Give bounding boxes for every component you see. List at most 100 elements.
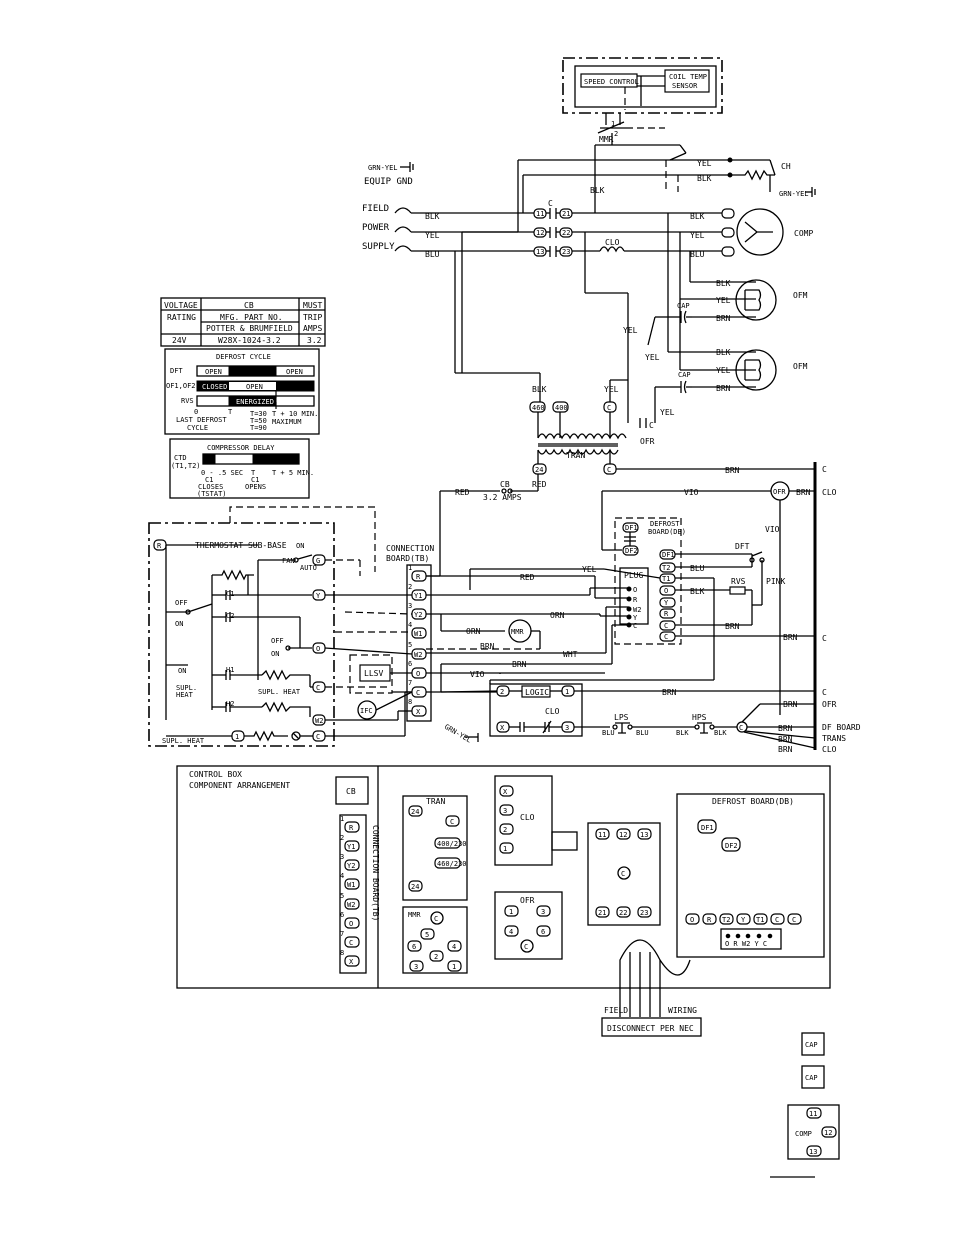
svg-text:5: 5	[408, 641, 412, 649]
svg-text:1: 1	[235, 733, 239, 741]
svg-text:CAP: CAP	[805, 1041, 818, 1049]
svg-text:T1: T1	[662, 575, 670, 583]
svg-text:OPENS: OPENS	[245, 483, 266, 491]
svg-text:8: 8	[408, 698, 412, 706]
svg-text:C1: C1	[251, 476, 259, 484]
svg-text:COMPONENT ARRANGEMENT: COMPONENT ARRANGEMENT	[189, 781, 290, 790]
svg-text:CONNECTION: CONNECTION	[386, 544, 434, 553]
svg-text:Y1: Y1	[414, 592, 422, 600]
svg-text:BRN: BRN	[778, 745, 793, 754]
db-side-terminals: DF1 T2 T1 O Y R C C	[659, 549, 676, 642]
svg-text:ORN: ORN	[466, 627, 481, 636]
svg-text:FAN: FAN	[282, 557, 295, 565]
svg-text:CB: CB	[244, 301, 254, 310]
svg-text:Y: Y	[316, 592, 321, 600]
svg-text:6: 6	[408, 660, 412, 668]
svg-text:ORN: ORN	[550, 611, 565, 620]
svg-text:8: 8	[340, 949, 344, 957]
svg-text:W2: W2	[315, 717, 323, 725]
svg-text:T: T	[228, 408, 233, 416]
svg-text:400/230: 400/230	[437, 840, 467, 848]
svg-text:LLSV: LLSV	[364, 669, 383, 678]
svg-text:RED: RED	[455, 488, 470, 497]
svg-text:C: C	[792, 916, 796, 924]
svg-text:SUPL. HEAT: SUPL. HEAT	[162, 737, 205, 745]
svg-text:DF1: DF1	[701, 824, 714, 832]
svg-text:0: 0	[194, 408, 198, 416]
svg-text:11: 11	[598, 831, 606, 839]
svg-text:C: C	[416, 689, 420, 697]
svg-text:DFT: DFT	[735, 542, 750, 551]
svg-text:YEL: YEL	[716, 366, 731, 375]
svg-text:BRN: BRN	[783, 633, 798, 642]
svg-text:SUPL. HEAT: SUPL. HEAT	[258, 688, 301, 696]
svg-text:3: 3	[408, 602, 412, 610]
svg-text:MMR: MMR	[511, 628, 524, 636]
svg-text:7: 7	[408, 679, 412, 687]
svg-text:COMP: COMP	[795, 1130, 812, 1138]
svg-text:DF1: DF1	[662, 551, 675, 559]
svg-text:C: C	[524, 943, 528, 951]
ofr-coil: OFR BRN VIO VIO	[601, 481, 815, 715]
svg-text:2: 2	[614, 130, 618, 138]
svg-text:3.2: 3.2	[307, 336, 322, 345]
svg-text:13: 13	[640, 831, 648, 839]
svg-text:CYCLE: CYCLE	[187, 424, 208, 432]
svg-text:COMPRESSOR DELAY: COMPRESSOR DELAY	[207, 444, 275, 452]
svg-text:24: 24	[535, 466, 543, 474]
compressor-delay-chart: COMPRESSOR DELAY CTD (T1,T2) 0 - .5 SEC …	[169, 438, 314, 499]
svg-text:GRN-YEL: GRN-YEL	[779, 190, 809, 198]
svg-text:C: C	[607, 466, 611, 474]
svg-text:(TSTAT): (TSTAT)	[197, 490, 227, 498]
cb-comp: COMP 11 12 13	[787, 1104, 840, 1160]
ofr-contact: YEL C OFR	[584, 232, 655, 446]
svg-text:6: 6	[340, 911, 344, 919]
mmr-label: MMR	[599, 135, 614, 144]
svg-text:OPEN: OPEN	[286, 368, 303, 376]
svg-text:24: 24	[411, 808, 419, 816]
circuit-breaker: RED CB 3.2 AMPS RED	[420, 474, 547, 577]
comp-label: COMP	[794, 229, 813, 238]
svg-text:LOGIC: LOGIC	[525, 688, 549, 697]
svg-text:OFF: OFF	[271, 637, 284, 645]
speed-control-label: SPEED CONTROL	[584, 78, 639, 86]
svg-text:W28X-1024-3.2: W28X-1024-3.2	[218, 336, 281, 345]
svg-text:W1: W1	[347, 881, 355, 889]
svg-text:R: R	[416, 573, 421, 581]
svg-text:BRN: BRN	[716, 384, 731, 393]
clo-coil: CLO	[572, 238, 722, 253]
coil-temp-label: COIL TEMP	[669, 73, 707, 81]
mmr-contact: MMR 1 2	[595, 113, 680, 146]
svg-text:C: C	[664, 622, 668, 630]
svg-text:OFR: OFR	[640, 437, 655, 446]
svg-text:GRN-YEL: GRN-YEL	[443, 723, 473, 745]
svg-text:TRANS: TRANS	[822, 734, 846, 743]
svg-text:Y1: Y1	[347, 843, 355, 851]
cb-contactor: 11 12 13 C 21 22 23	[587, 822, 661, 926]
svg-text:BLK: BLK	[590, 186, 605, 195]
svg-text:BLU: BLU	[690, 250, 705, 259]
svg-text:SUPPLY: SUPPLY	[362, 242, 395, 252]
svg-text:OFR: OFR	[520, 896, 535, 905]
svg-text:4: 4	[452, 943, 456, 951]
svg-text:VIO: VIO	[765, 525, 780, 534]
svg-text:O: O	[664, 587, 668, 595]
comp-wiring: BLK YEL BLU COMP	[572, 208, 813, 259]
svg-text:CTD: CTD	[174, 454, 187, 462]
svg-text:DFT: DFT	[170, 367, 183, 375]
svg-text:1: 1	[452, 963, 456, 971]
svg-text:C: C	[775, 916, 779, 924]
svg-text:OPEN: OPEN	[246, 383, 263, 391]
svg-text:24: 24	[411, 883, 419, 891]
sensor-label: SENSOR	[672, 82, 698, 90]
svg-text:CLO: CLO	[605, 238, 620, 247]
svg-text:OFM: OFM	[793, 291, 808, 300]
svg-text:CAP: CAP	[805, 1074, 818, 1082]
svg-text:2: 2	[340, 834, 344, 842]
svg-text:SUPL.: SUPL.	[176, 684, 197, 692]
svg-text:W1: W1	[414, 630, 422, 638]
svg-text:X: X	[416, 708, 421, 716]
svg-text:BRN: BRN	[778, 724, 793, 733]
svg-text:1: 1	[340, 815, 344, 823]
svg-text:2: 2	[434, 953, 438, 961]
